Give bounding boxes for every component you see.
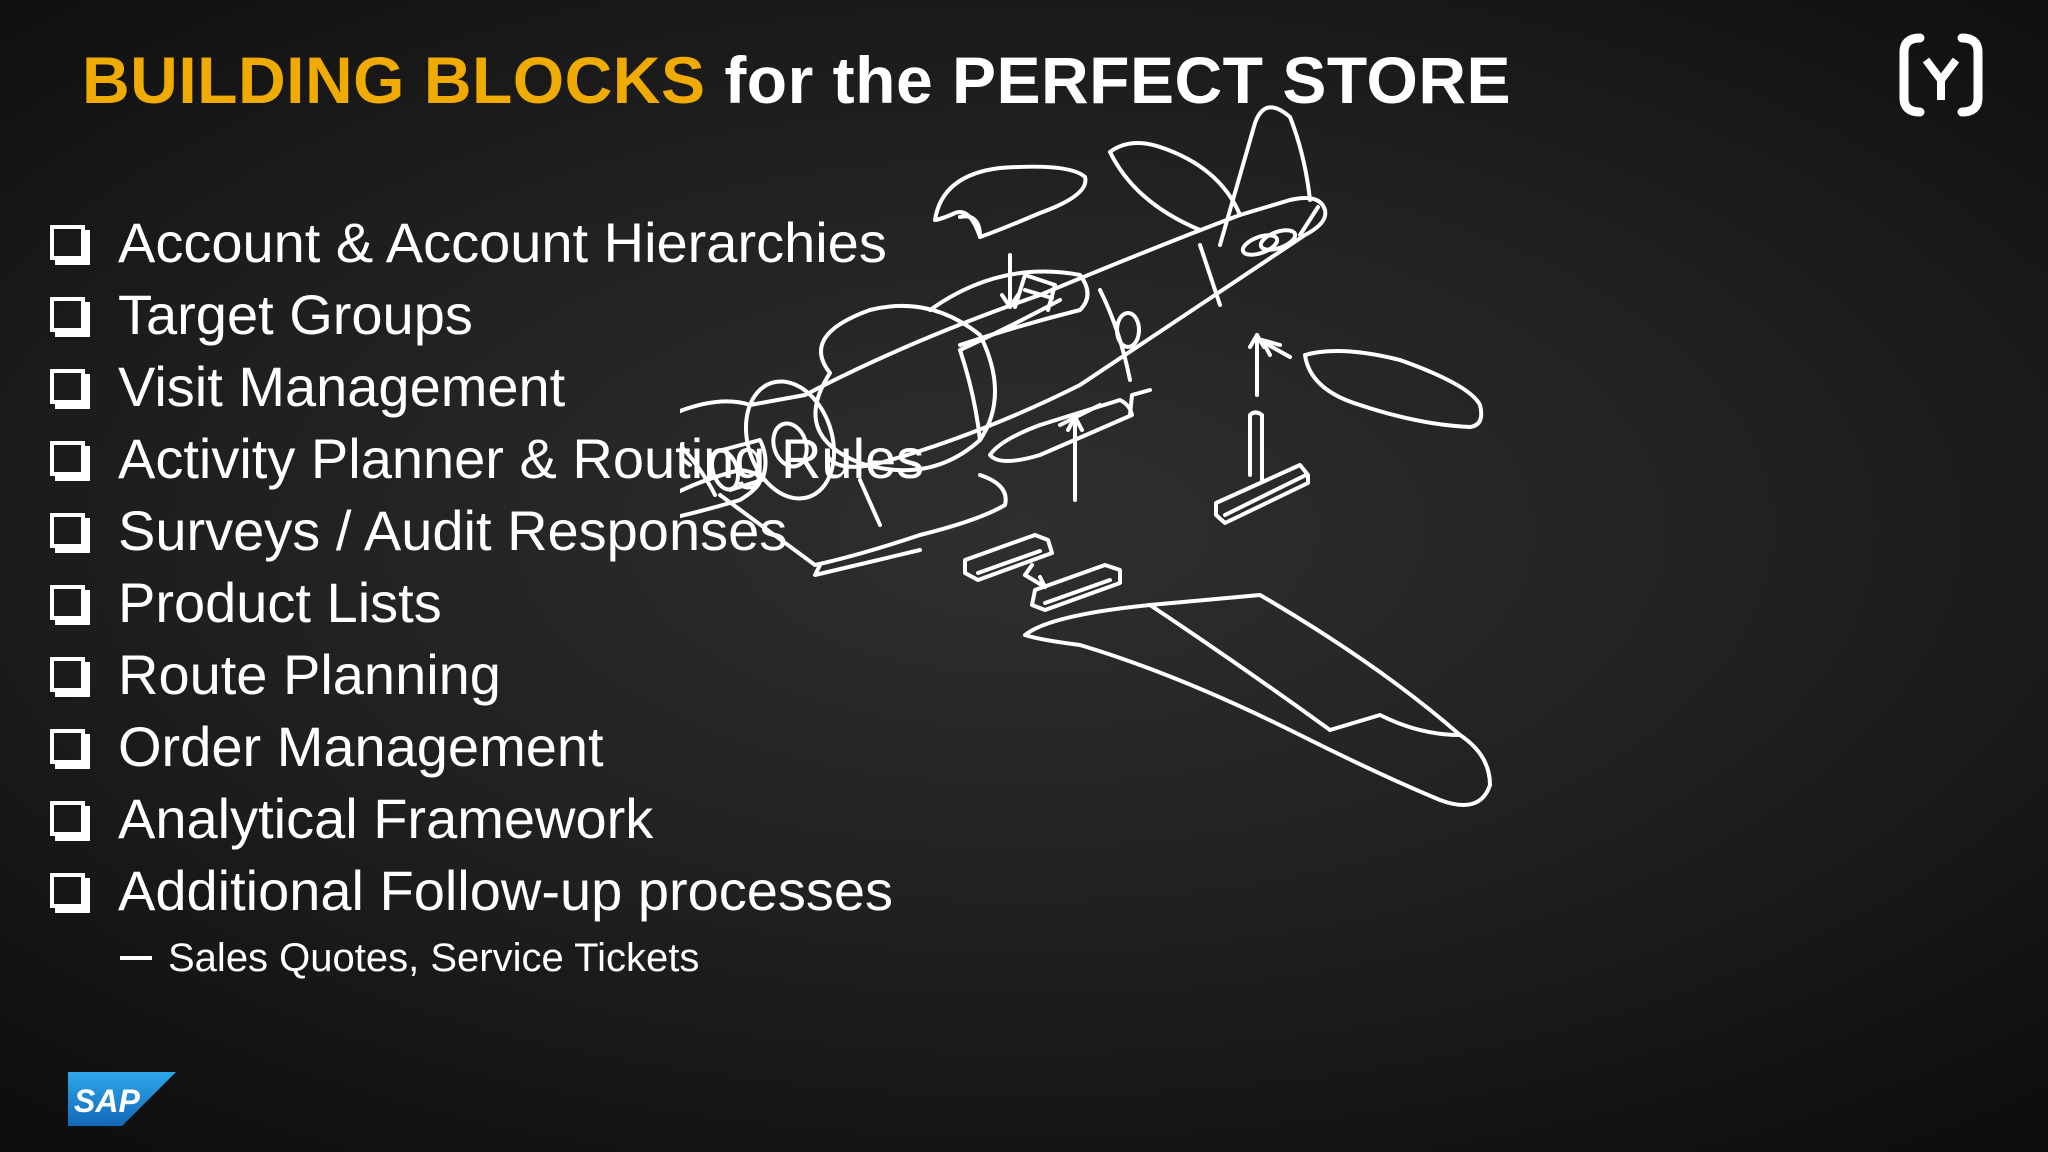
list-item-label: Analytical Framework xyxy=(118,786,654,850)
list-item: Surveys / Audit Responses xyxy=(46,494,924,566)
list-item: Account & Account Hierarchies xyxy=(46,206,924,278)
checkbox-icon xyxy=(50,872,85,908)
sub-list-item: Sales Quotes, Service Tickets xyxy=(120,934,924,982)
list-item-label: Product Lists xyxy=(118,570,442,634)
list-item: Visit Management xyxy=(46,350,924,422)
list-item: Target Groups xyxy=(46,278,924,350)
list-item: Order Management xyxy=(46,710,924,782)
slide-title: BUILDING BLOCKS for the PERFECT STORE xyxy=(82,40,1511,120)
bracket-y-logo-icon xyxy=(1899,33,1983,117)
list-item: Product Lists xyxy=(46,566,924,638)
list-item-label: Additional Follow-up processes xyxy=(118,858,894,922)
checkbox-icon xyxy=(50,584,85,620)
list-item: Route Planning xyxy=(46,638,924,710)
list-item: Activity Planner & Routing Rules xyxy=(46,422,924,494)
list-item-label: Activity Planner & Routing Rules xyxy=(118,426,925,490)
list-item-label: Route Planning xyxy=(118,642,501,706)
checkbox-icon xyxy=(50,368,85,404)
sub-list-item-label: Sales Quotes, Service Tickets xyxy=(168,935,700,980)
title-accent: BUILDING BLOCKS xyxy=(82,43,706,117)
checkbox-icon xyxy=(50,800,85,836)
airplane-exploded-view-icon xyxy=(680,105,1492,807)
checkbox-icon xyxy=(50,728,85,764)
building-blocks-list: Account & Account Hierarchies Target Gro… xyxy=(46,206,924,982)
dash-icon xyxy=(120,956,152,960)
checkbox-icon xyxy=(50,224,85,260)
list-item-label: Target Groups xyxy=(118,282,473,346)
checkbox-icon xyxy=(50,296,85,332)
title-rest: for the PERFECT STORE xyxy=(724,43,1512,117)
list-item-label: Surveys / Audit Responses xyxy=(118,498,788,562)
sap-logo: SAP xyxy=(68,1072,176,1126)
list-item: Analytical Framework xyxy=(46,782,924,854)
list-item-label: Order Management xyxy=(118,714,604,778)
list-item-label: Account & Account Hierarchies xyxy=(118,210,887,274)
checkbox-icon xyxy=(50,440,85,476)
sap-logo-text: SAP xyxy=(74,1083,140,1119)
checkbox-icon xyxy=(50,656,85,692)
list-item-label: Visit Management xyxy=(118,354,566,418)
checkbox-icon xyxy=(50,512,85,548)
list-item: Additional Follow-up processes xyxy=(46,854,924,926)
